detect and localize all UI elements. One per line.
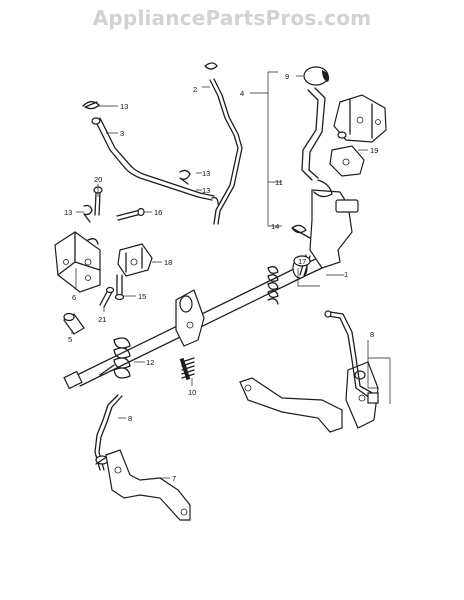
part-5-spacer[interactable] xyxy=(63,312,85,335)
callout-labels: 1 2 3 4 5 6 7 8 8 9 10 11 12 13 13 13 14… xyxy=(64,72,378,483)
part-9-knob[interactable] xyxy=(303,66,330,86)
part-13-clip-mid[interactable] xyxy=(179,169,191,185)
part-8-link-rod-left[interactable] xyxy=(94,394,123,471)
callout-13-top: 13 xyxy=(120,102,128,111)
callout-4: 4 xyxy=(240,89,244,98)
part-12-spring[interactable] xyxy=(99,337,131,379)
part-3-lift-rod[interactable] xyxy=(91,117,219,205)
part-16-pin[interactable] xyxy=(116,207,145,221)
shaft-arm-plate[interactable] xyxy=(175,289,205,347)
part-13-clip-top[interactable] xyxy=(82,101,100,110)
callout-18: 18 xyxy=(164,258,172,267)
callout-12: 12 xyxy=(146,358,154,367)
callout-8-right: 8 xyxy=(370,330,374,339)
callout-6: 6 xyxy=(72,293,76,302)
callout-11: 11 xyxy=(275,178,283,187)
callout-3: 3 xyxy=(120,129,124,138)
callout-15: 15 xyxy=(138,292,146,301)
watermark-logo: AppliancePartsPros.com xyxy=(92,6,372,30)
callout-19: 19 xyxy=(370,146,378,155)
callout-13-left: 13 xyxy=(64,208,72,217)
callout-13-lower: 13 xyxy=(202,186,210,195)
part-1-lever-assembly[interactable] xyxy=(293,87,359,277)
callout-7: 7 xyxy=(172,474,176,483)
callout-1: 1 xyxy=(344,270,348,279)
right-lower-link[interactable] xyxy=(239,377,343,433)
callout-13-mid: 13 xyxy=(202,169,210,178)
part-7-link[interactable] xyxy=(105,449,191,521)
part-13-clip-left[interactable] xyxy=(83,204,93,223)
part-21-bolt[interactable] xyxy=(99,286,115,308)
callout-2: 2 xyxy=(193,85,197,94)
part-10-spring[interactable] xyxy=(179,357,195,381)
callout-10: 10 xyxy=(188,388,196,397)
callout-20: 20 xyxy=(94,175,102,184)
part-18-bracket[interactable] xyxy=(117,243,153,277)
part-15-bolt[interactable] xyxy=(114,274,125,301)
callout-5: 5 xyxy=(68,335,72,344)
callout-17: 17 xyxy=(298,257,306,266)
part-8-link-rod-right[interactable] xyxy=(324,310,379,404)
part-19-bracket[interactable] xyxy=(329,145,365,177)
callout-21: 21 xyxy=(98,315,106,324)
upper-right-hinge-bracket[interactable] xyxy=(333,94,387,143)
callout-9: 9 xyxy=(285,72,289,81)
callout-8-left: 8 xyxy=(128,414,132,423)
callout-14: 14 xyxy=(271,222,279,231)
leader-lines xyxy=(71,71,391,479)
part-2-rod[interactable] xyxy=(204,62,243,225)
shaft-spring-center[interactable] xyxy=(267,266,279,305)
callout-16: 16 xyxy=(154,208,162,217)
part-6-bracket[interactable] xyxy=(54,231,101,293)
part-14-clip[interactable] xyxy=(291,224,311,239)
